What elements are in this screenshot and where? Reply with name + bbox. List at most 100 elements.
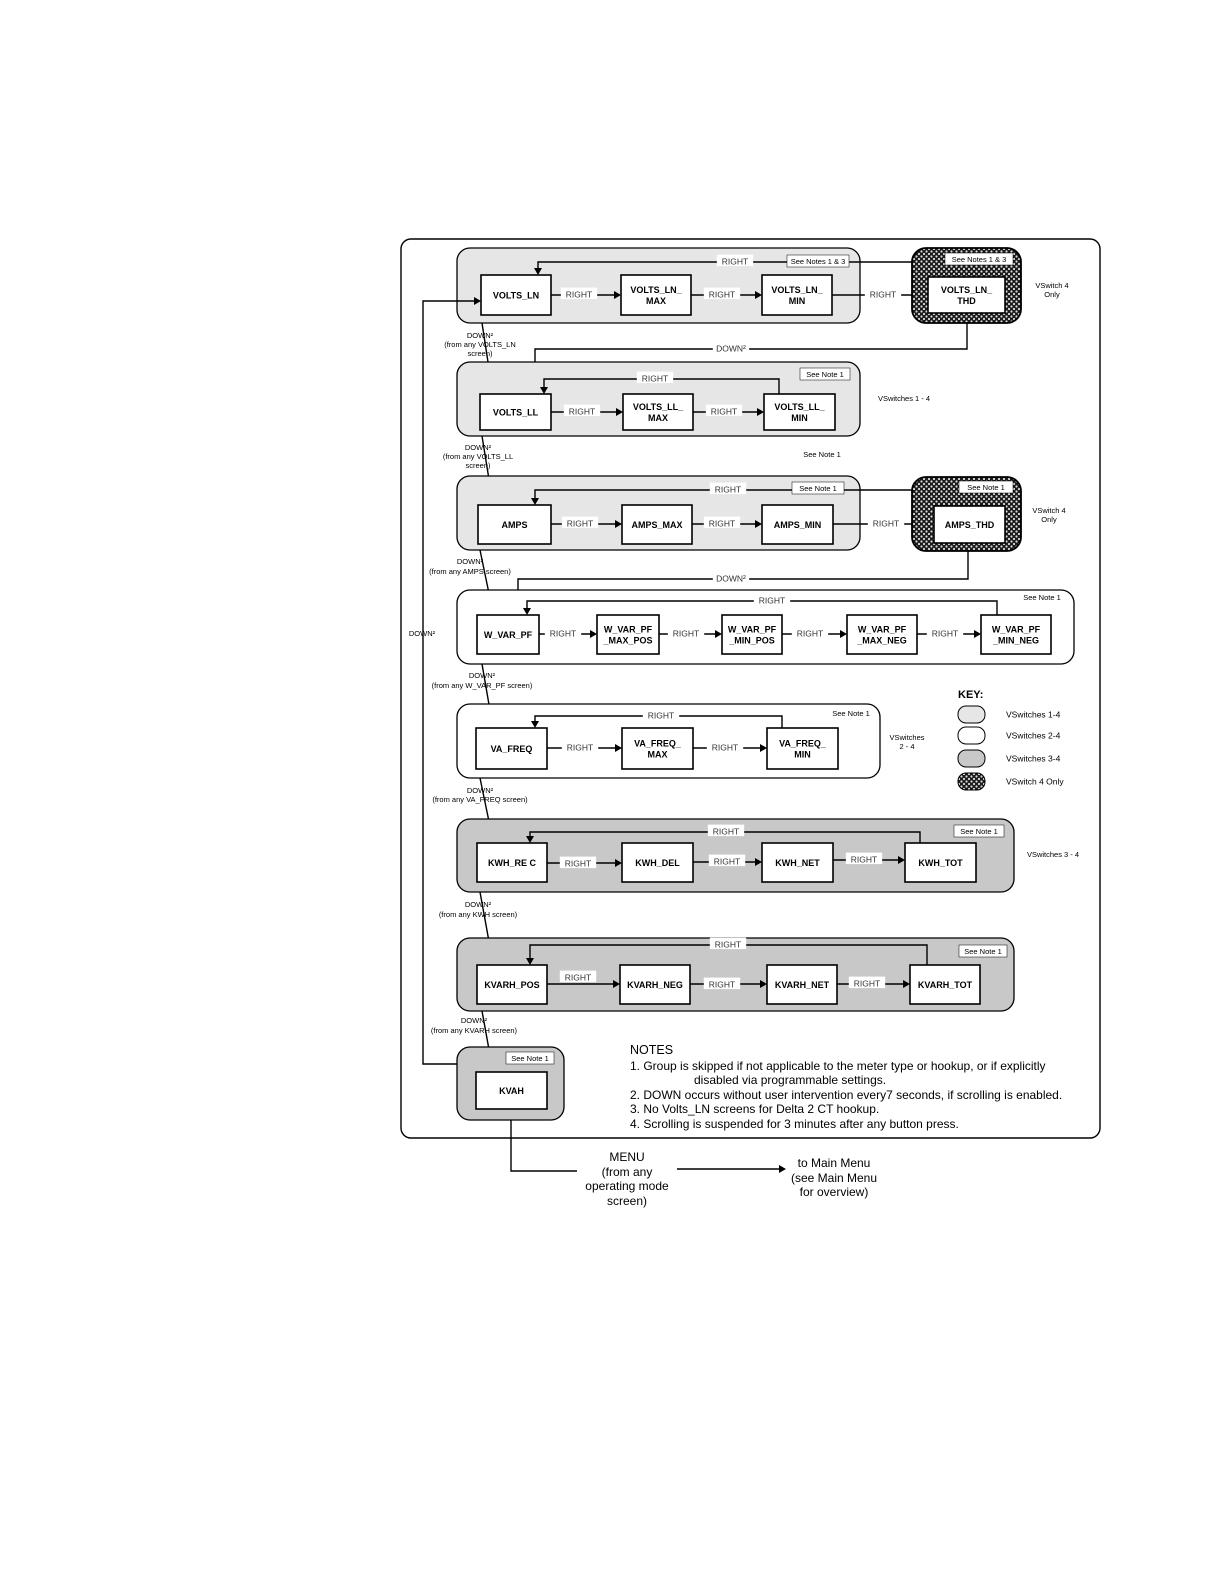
- arrow-right-head: [715, 630, 722, 638]
- right-label-bg: [791, 626, 829, 639]
- loop-back-head: [540, 387, 548, 394]
- right-label: RIGHT: [709, 519, 735, 529]
- loop-back-head: [531, 498, 539, 505]
- arrow-right-head: [974, 630, 981, 638]
- notes-block: NOTES 1. Group is skipped if not applica…: [630, 1043, 1090, 1132]
- right-label-bg: [867, 516, 905, 529]
- down-label: DOWN²: [465, 443, 492, 452]
- down-from-label: screen): [465, 461, 491, 470]
- loop-back-head: [526, 958, 534, 965]
- outer-frame: [400, 238, 1101, 1139]
- right-label: RIGHT: [565, 973, 591, 983]
- right-label-bg: [559, 856, 597, 869]
- right-label: RIGHT: [714, 857, 740, 867]
- down-label: DOWN²: [467, 786, 494, 795]
- arrow-right-head: [898, 856, 905, 864]
- screen-va-freq-0: VA_FREQ: [491, 744, 533, 754]
- screen-volts-ll-1: MAX: [648, 413, 668, 423]
- key-swatch-vs34: [957, 749, 986, 768]
- screen-w-var-pf-1: _MAX_POS: [602, 636, 652, 646]
- screen-volts-ll-0: VOLTS_LL: [493, 408, 539, 418]
- see-note-tag: See Note 1: [967, 483, 1005, 492]
- see-note-tag-box: [958, 944, 1008, 958]
- arrow-right-head: [903, 980, 910, 988]
- menu-line: screen): [606, 1193, 647, 1208]
- right-label-bg: [561, 516, 599, 529]
- screen-volts-ln-0: VOLTS_LN: [493, 291, 539, 301]
- right-label-bg: [703, 287, 741, 300]
- screen-kvarh-3-box: [909, 964, 981, 1005]
- screen-va-freq-1-box: [621, 727, 694, 770]
- screen-volts-ll-2: VOLTS_LL_: [774, 402, 825, 412]
- screen-volts-ll-0-box: [479, 393, 552, 431]
- right-label: RIGHT: [797, 629, 823, 639]
- right-label: RIGHT: [759, 596, 785, 606]
- right-label-bg: [848, 976, 886, 989]
- arrow-right-head: [755, 520, 762, 528]
- screen-kwh-0-box: [476, 842, 548, 883]
- screen-volts-ln-thd: VOLTS_LN_: [941, 285, 993, 295]
- screen-volts-ln-2: VOLTS_LN_: [771, 285, 823, 295]
- see-note-tag: See Note 1: [806, 370, 844, 379]
- main-down-loop: [422, 300, 474, 1065]
- right-label-bg: [864, 287, 902, 300]
- screen-w-var-pf-0-box: [476, 614, 540, 655]
- right-label: RIGHT: [715, 485, 741, 495]
- main-menu-line: to Main Menu: [797, 1156, 871, 1170]
- screen-va-freq-1: MAX: [648, 750, 668, 760]
- screen-volts-ln-1-box: [620, 274, 692, 316]
- loop-back-head: [534, 268, 542, 275]
- down-label: DOWN²: [461, 1016, 488, 1025]
- screen-amps-thd-box: [933, 505, 1006, 544]
- right-label: RIGHT: [711, 407, 737, 417]
- screen-w-var-pf-2-box: [721, 614, 783, 655]
- arrow-right-head: [613, 980, 620, 988]
- loop-back-head: [531, 721, 539, 728]
- screen-volts-ln-2: MIN: [789, 296, 806, 306]
- screen-volts-ll-2-box: [763, 393, 836, 431]
- screen-kvarh-0-box: [476, 964, 548, 1005]
- arrow-right-head: [616, 408, 623, 416]
- down-from-label: (from any AMPS screen): [429, 567, 511, 576]
- arrow-right-head: [614, 291, 621, 299]
- screen-w-var-pf-3-box: [846, 614, 918, 655]
- note-3: 3. No Volts_LN screens for Delta 2 CT ho…: [630, 1102, 880, 1117]
- see-notes-tag: See Notes 1 & 3: [952, 255, 1007, 264]
- screen-w-var-pf-4: _MIN_NEG: [992, 636, 1039, 646]
- key-swatch-vs14: [957, 705, 986, 724]
- screen-kwh-3: KWH_TOT: [918, 858, 963, 868]
- menu-source-label: MENU (from any operating mode screen): [577, 1150, 677, 1208]
- right-label: RIGHT: [569, 407, 595, 417]
- down-from-label: (from any VOLTS_LN: [444, 340, 516, 349]
- see-note-tag: See Note 1: [799, 484, 837, 493]
- right-label: RIGHT: [673, 629, 699, 639]
- see-note-label: See Note 1: [1023, 593, 1061, 602]
- down-label: DOWN²: [469, 671, 496, 680]
- screen-volts-ln-thd-box: [927, 276, 1006, 314]
- right-label: RIGHT: [642, 374, 668, 384]
- down-label-bg: [712, 571, 750, 584]
- screen-kvarh-0: KVARH_POS: [484, 980, 539, 990]
- screen-w-var-pf-3: W_VAR_PF: [858, 625, 907, 635]
- arrow-right-head: [760, 980, 767, 988]
- main-menu-target-label: to Main Menu (see Main Menu for overview…: [778, 1156, 890, 1200]
- see-note-tag-box: [958, 480, 1014, 494]
- arrow-right-head: [755, 858, 762, 866]
- screen-va-freq-2: VA_FREQ_: [779, 739, 827, 749]
- down-label: DOWN²: [457, 557, 484, 566]
- screen-kwh-2-box: [761, 842, 834, 883]
- screen-kvah: KVAH: [499, 1086, 524, 1096]
- screen-kwh-0: KWH_RE C: [488, 858, 537, 868]
- loop-back-head: [523, 608, 531, 615]
- down-from-label: screen): [467, 349, 493, 358]
- right-label-bg: [709, 482, 747, 495]
- right-label: RIGHT: [873, 519, 899, 529]
- arrow-right-head: [760, 744, 767, 752]
- see-note-tag-box: [791, 481, 845, 495]
- right-label-bg: [667, 626, 705, 639]
- notes-title: NOTES: [630, 1043, 674, 1057]
- screen-va-freq-2-box: [766, 727, 839, 770]
- right-label: RIGHT: [715, 940, 741, 950]
- see-note-tag: See Note 1: [960, 827, 998, 836]
- side-label-vswitches-2-4: 2 - 4: [899, 742, 914, 751]
